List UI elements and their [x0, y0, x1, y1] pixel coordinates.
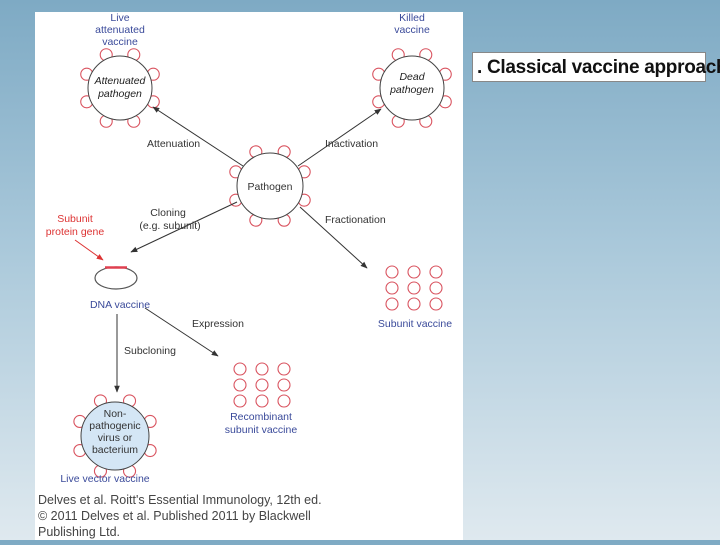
attenuation-label: Attenuation [147, 138, 200, 150]
svg-text:© 2011 Delves et al. Published: © 2011 Delves et al. Published 2011 by B… [38, 509, 311, 523]
dna-vaccine-label: DNA vaccine [90, 299, 150, 311]
node-body [87, 55, 153, 121]
subunit-vaccine-cluster [385, 265, 443, 311]
node-body [236, 152, 304, 220]
subunit-protein-gene-label: Subunit protein gene [46, 213, 105, 238]
recombinant-vaccine-cluster [233, 362, 291, 408]
attenuated-pathogen-node [80, 48, 160, 128]
protein-subunit [277, 378, 291, 392]
svg-text:pathogenic: pathogenic [89, 420, 140, 432]
subcloning-label: Subcloning [124, 345, 176, 357]
cloning-label: Cloning (e.g. subunit) [139, 207, 200, 232]
slide-title: . Classical vaccine approaches. [472, 52, 720, 82]
protein-subunit [385, 281, 399, 295]
svg-text:pathogen: pathogen [97, 88, 142, 100]
subunit-vaccine-label: Subunit vaccine [378, 318, 452, 330]
protein-subunit [429, 281, 443, 295]
killed-caption: Killed vaccine [394, 12, 430, 36]
protein-subunit [385, 297, 399, 311]
dead-pathogen-node [372, 48, 452, 128]
fractionation-label: Fractionation [325, 214, 386, 226]
svg-text:Live: Live [110, 12, 129, 24]
vaccine-diagram: Live attenuated vaccine Attenuated patho… [38, 12, 452, 539]
protein-subunit [277, 394, 291, 408]
svg-text:Delves et al. Roitt's Essentia: Delves et al. Roitt's Essential Immunolo… [38, 493, 322, 507]
protein-subunit [233, 362, 247, 376]
live-vector-vaccine-label: Live vector vaccine [60, 473, 149, 485]
svg-text:Publishing Ltd.: Publishing Ltd. [38, 525, 120, 539]
expression-arrow [144, 307, 219, 357]
svg-text:subunit vaccine: subunit vaccine [225, 424, 298, 436]
live-attenuated-caption: Live attenuated vaccine [95, 12, 145, 48]
inactivation-arrow [297, 108, 382, 167]
svg-text:Non-: Non- [104, 408, 127, 420]
protein-subunit [407, 265, 421, 279]
dna-plasmid-icon [94, 266, 138, 290]
pathogen-label: Pathogen [248, 181, 293, 193]
protein-subunit [277, 362, 291, 376]
expression-label: Expression [192, 318, 244, 330]
live-vector-node [73, 394, 157, 478]
cloning-arrow [130, 201, 238, 253]
svg-text:bacterium: bacterium [92, 444, 138, 456]
protein-subunit [407, 297, 421, 311]
svg-text:pathogen: pathogen [389, 84, 434, 96]
protein-subunit [233, 378, 247, 392]
svg-text:attenuated: attenuated [95, 24, 145, 36]
protein-subunit [429, 297, 443, 311]
svg-text:vaccine: vaccine [102, 36, 138, 48]
protein-subunit [429, 265, 443, 279]
attenuation-arrow [152, 106, 244, 167]
node-body [80, 401, 150, 471]
protein-subunit [233, 394, 247, 408]
svg-text:virus or: virus or [98, 432, 133, 444]
inactivation-label: Inactivation [325, 138, 378, 150]
svg-text:Attenuated: Attenuated [94, 75, 147, 87]
protein-subunit [385, 265, 399, 279]
gene-insert-arrow [74, 239, 104, 261]
figure-panel: Live attenuated vaccine Attenuated patho… [35, 12, 463, 540]
dead-pathogen-label: Dead pathogen [389, 71, 434, 96]
pathogen-node [229, 145, 311, 227]
svg-text:vaccine: vaccine [394, 24, 430, 36]
fractionation-arrow [299, 206, 368, 269]
protein-subunit [255, 394, 269, 408]
node-body [379, 55, 445, 121]
svg-text:Recombinant: Recombinant [230, 411, 292, 423]
svg-text:protein gene: protein gene [46, 226, 105, 238]
protein-subunit [255, 362, 269, 376]
recombinant-vaccine-label: Recombinant subunit vaccine [225, 411, 298, 436]
svg-text:Dead: Dead [399, 71, 425, 83]
citation: Delves et al. Roitt's Essential Immunolo… [38, 493, 322, 539]
svg-text:Subunit: Subunit [57, 213, 93, 225]
attenuated-pathogen-label: Attenuated pathogen [94, 75, 147, 100]
svg-text:Killed: Killed [399, 12, 425, 24]
protein-subunit [255, 378, 269, 392]
svg-text:Cloning: Cloning [150, 207, 186, 219]
protein-subunit [407, 281, 421, 295]
svg-text:(e.g. subunit): (e.g. subunit) [139, 220, 200, 232]
live-vector-inner-label: Non- pathogenic virus or bacterium [89, 408, 140, 456]
